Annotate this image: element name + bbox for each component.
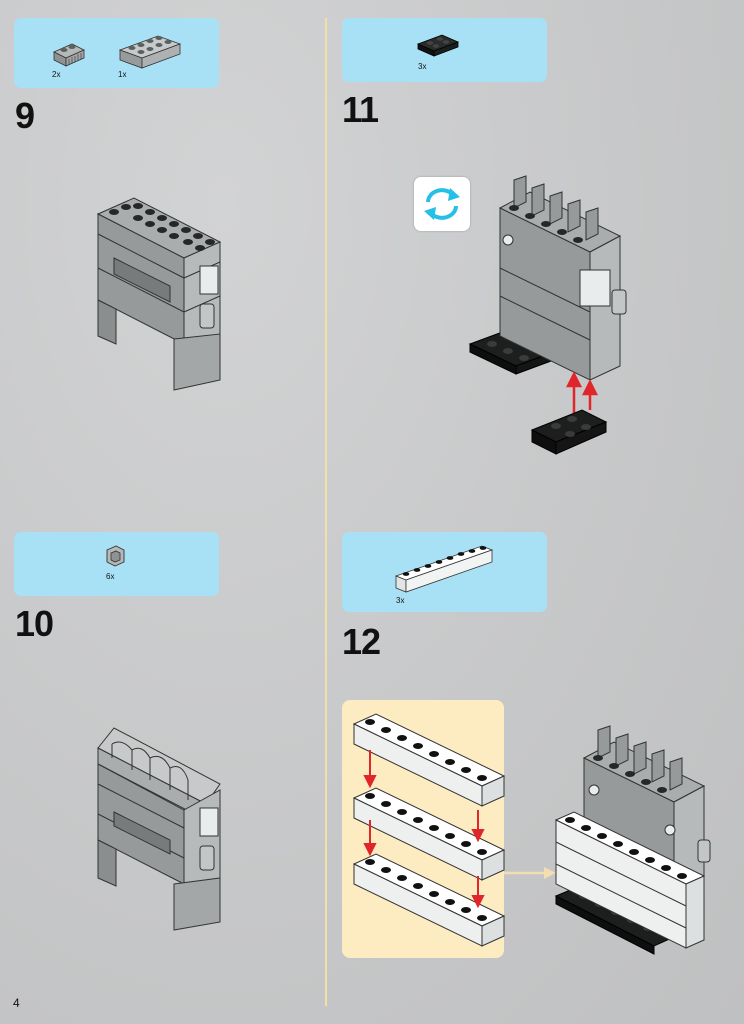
- sub-assembly-box: [342, 700, 505, 958]
- step-10-parts-box: 6x: [14, 532, 219, 596]
- step-12-parts-box: 3x: [342, 532, 547, 612]
- step-9-model-illustration: [96, 197, 222, 391]
- part-qty: 3x: [418, 62, 427, 71]
- step-10-model-illustration: [97, 727, 221, 931]
- step-number: 9: [15, 95, 35, 136]
- red-arrow: [565, 371, 599, 414]
- black-plate-2x2-icon: [416, 34, 460, 57]
- gray-bracket-icon: [106, 545, 125, 567]
- part-qty: 1x: [118, 70, 127, 79]
- step-11-model-illustration: [468, 175, 627, 455]
- step-11-parts-box: 3x: [342, 18, 547, 82]
- part-qty: 6x: [106, 572, 115, 581]
- white-brick-stack-illustration: [353, 713, 505, 947]
- part-qty: 2x: [52, 70, 61, 79]
- step-number: 12: [342, 621, 381, 662]
- gray-brick-2x4-icon: [118, 35, 182, 69]
- rotate-model-icon: [424, 188, 460, 220]
- step-number: 11: [342, 89, 379, 130]
- gray-brick-1x2-grille-icon: [53, 43, 85, 67]
- column-divider: [325, 18, 327, 1006]
- page-number: 4: [13, 996, 20, 1010]
- step-number: 10: [15, 603, 54, 644]
- placement-arrow: [504, 867, 556, 879]
- rotate-callout: [414, 177, 470, 231]
- part-qty: 3x: [396, 596, 405, 605]
- step-9-parts-box: 2x 1x: [14, 18, 219, 88]
- white-brick-1x8-icon: [394, 545, 494, 593]
- step-12-model-illustration: [554, 725, 711, 955]
